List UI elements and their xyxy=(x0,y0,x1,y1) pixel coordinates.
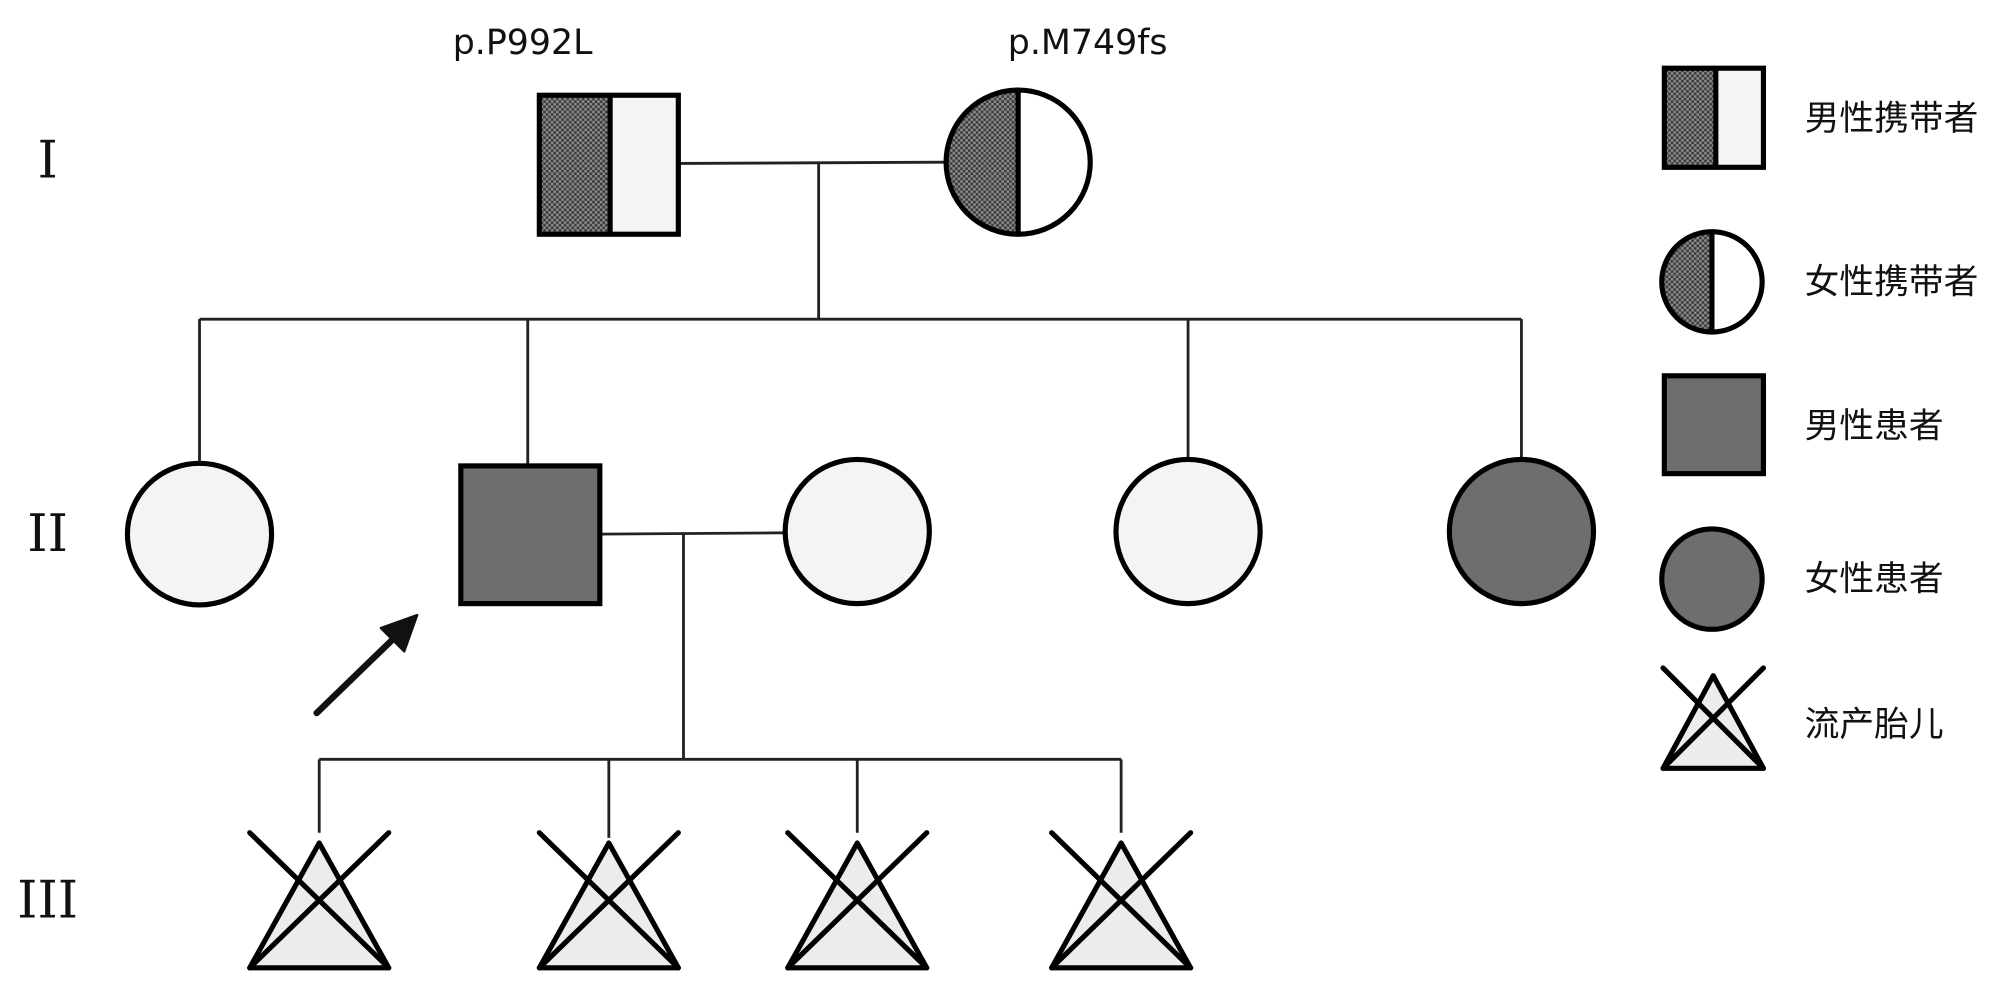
miscarriage-cross-line xyxy=(1049,830,1194,971)
carrier-half-fill xyxy=(539,95,611,235)
legend-item-male-carrier: 男性携带者 xyxy=(1661,65,1979,170)
miscarriage-cross-line xyxy=(785,830,930,971)
individual-III-1-miscarriage[interactable] xyxy=(247,830,392,971)
individual-I-1-male-carrier[interactable] xyxy=(536,92,681,237)
carrier-half-fill xyxy=(946,90,1019,235)
proband-arrow-icon xyxy=(313,613,419,717)
generation-label-1: I xyxy=(37,131,57,191)
legend-label-female-carrier: 女性携带者 xyxy=(1805,262,1979,302)
miscarriage-icon xyxy=(1660,665,1767,771)
individual-III-2-miscarriage[interactable] xyxy=(536,830,681,971)
mating-line-gen2 xyxy=(599,531,786,536)
legend-miscarriage-symbol[interactable] xyxy=(1660,665,1767,771)
individual-II-2-male-affected-proband[interactable] xyxy=(458,463,603,607)
individual-II-4-female-unaffected[interactable] xyxy=(1113,456,1263,607)
individual-II-5-female-affected[interactable] xyxy=(1446,456,1597,607)
legend-label-miscarriage: 流产胎儿 xyxy=(1805,705,1944,745)
legend-label-female-affected: 女性患者 xyxy=(1805,560,1944,600)
legend-male-carrier-fill xyxy=(1664,68,1716,168)
generation-label-2: II xyxy=(27,504,68,564)
miscarriage-cross-line xyxy=(536,830,681,971)
individual-I-2-female-carrier[interactable] xyxy=(943,87,1093,237)
male-affected-icon xyxy=(1661,373,1767,477)
legend-female-carrier-fill xyxy=(1661,231,1712,333)
legend-item-female-affected: 女性患者 xyxy=(1659,526,1944,632)
generation-3-miscarriages xyxy=(247,830,1194,971)
legend: 男性携带者 女性携带者 男性患者 女性患者 流产胎儿 xyxy=(1659,65,1979,771)
variant-label-mother: p.M749fs xyxy=(1008,23,1168,63)
legend-item-miscarriage: 流产胎儿 xyxy=(1660,665,1944,771)
variant-label-father: p.P992L xyxy=(453,23,593,63)
legend-item-female-carrier: 女性携带者 xyxy=(1659,229,1979,335)
unaffected-half-fill xyxy=(610,95,679,235)
generation-label-3: III xyxy=(17,871,78,931)
miscarriage-cross-line xyxy=(1660,665,1767,771)
miscarriage-cross-line xyxy=(247,830,392,971)
individual-III-3-miscarriage[interactable] xyxy=(785,830,930,971)
legend-item-male-affected: 男性患者 xyxy=(1661,373,1944,477)
mating-line-gen1 xyxy=(679,160,947,165)
legend-male-carrier-blank xyxy=(1715,68,1764,168)
individual-III-4-miscarriage[interactable] xyxy=(1049,830,1194,971)
female-affected-icon xyxy=(1659,526,1765,632)
individual-II-3-female-unaffected[interactable] xyxy=(782,456,932,607)
legend-label-male-carrier: 男性携带者 xyxy=(1805,99,1979,139)
pedigree-lines xyxy=(198,160,1523,838)
legend-label-male-affected: 男性患者 xyxy=(1805,407,1944,447)
individual-II-1-female-unaffected[interactable] xyxy=(124,460,275,608)
